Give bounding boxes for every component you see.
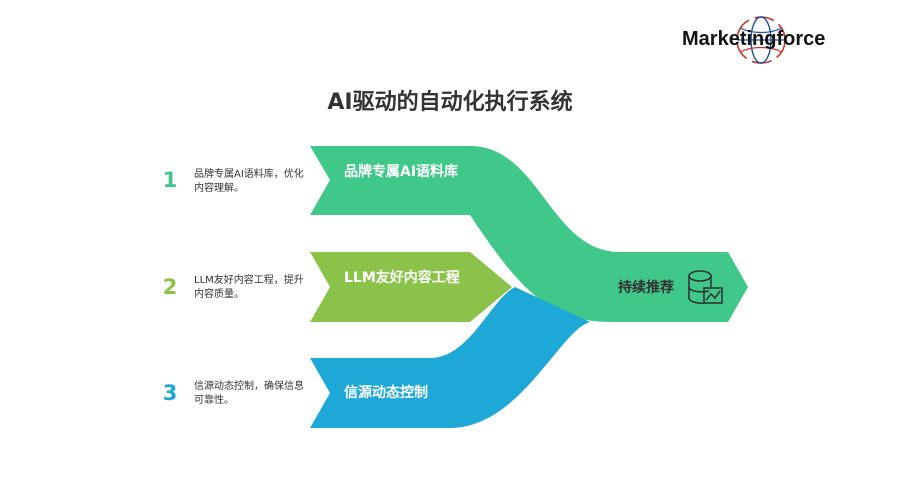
band-label-3: 信源动态控制	[344, 385, 428, 401]
band-1-shape	[310, 146, 748, 322]
diagram-title: AI驱动的自动化执行系统	[327, 90, 573, 115]
step-number-2: 2	[162, 275, 178, 299]
band-label-1: 品牌专属AI语料库	[344, 164, 459, 180]
database-chart-icon	[688, 270, 723, 305]
step-desc-1: 品牌专属AI语料库，优化内容理解。	[194, 169, 304, 194]
globe-logo-icon	[736, 16, 786, 64]
step-desc-2: LLM友好内容工程，提升内容质量。	[194, 275, 304, 300]
band-2-shape	[310, 252, 512, 322]
output-label: 持续推荐	[618, 280, 674, 296]
band-label-2: LLM友好内容工程	[344, 270, 460, 286]
step-number-3: 3	[162, 381, 178, 405]
brand-name: Marketingforce	[682, 28, 826, 50]
band-3-shape	[310, 287, 590, 428]
step-desc-3: 信源动态控制，确保信息可靠性。	[194, 381, 304, 406]
brand-logo: Marketingforce	[682, 14, 842, 66]
step-number-1: 1	[162, 168, 178, 192]
